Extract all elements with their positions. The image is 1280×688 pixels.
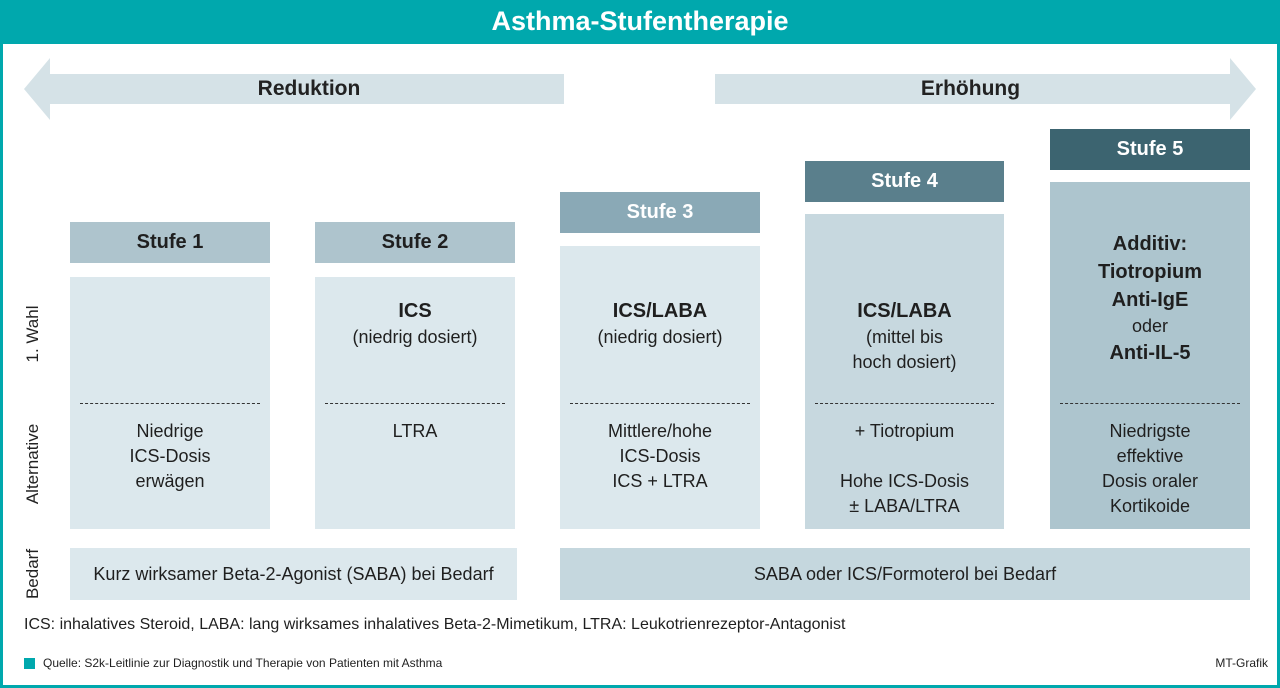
alt-line: LTRA bbox=[392, 421, 438, 441]
reduktion-label: Reduktion bbox=[257, 77, 361, 100]
erhoehung-arrow: Erhöhung bbox=[715, 58, 1256, 120]
alt-line: effektive bbox=[1116, 446, 1184, 466]
alt-spacer bbox=[805, 444, 1004, 469]
graphic-credit: MT-Grafik bbox=[1215, 656, 1268, 670]
stufe-2-first-choice: ICS (niedrig dosiert) bbox=[315, 297, 515, 350]
stufe-5-first-choice: Additiv: Tiotropium Anti-IgE oder Anti-I… bbox=[1050, 230, 1250, 367]
first-choice-dose: (mittel bis bbox=[865, 327, 943, 347]
erhoehung-label: Erhöhung bbox=[920, 77, 1021, 100]
reduktion-arrow: Reduktion bbox=[24, 58, 564, 120]
right-arrow-icon bbox=[715, 58, 1256, 120]
row-label-first-choice: 1. Wahl bbox=[23, 305, 42, 363]
stufe-2-alternative: LTRA bbox=[315, 419, 515, 444]
square-bullet-icon bbox=[24, 657, 35, 669]
alt-line: ICS-Dosis bbox=[129, 446, 211, 466]
alt-line: ICS-Dosis bbox=[619, 446, 701, 466]
first-choice-drug: ICS/LABA bbox=[612, 300, 708, 322]
divider bbox=[1060, 403, 1240, 404]
abbreviation-legend: ICS: inhalatives Steroid, LABA: lang wir… bbox=[24, 616, 846, 633]
divider bbox=[815, 403, 994, 404]
alt-line: Niedrige bbox=[136, 421, 204, 441]
first-choice-line: Anti-IL-5 bbox=[1109, 342, 1191, 364]
divider bbox=[80, 403, 260, 404]
source-note: Quelle: S2k-Leitlinie zur Diagnostik und… bbox=[24, 656, 442, 670]
stufe-1-header: Stufe 1 bbox=[70, 222, 270, 263]
stufe-1-box: Niedrige ICS-Dosis erwägen bbox=[70, 277, 270, 529]
source-text: Quelle: S2k-Leitlinie zur Diagnostik und… bbox=[43, 656, 443, 670]
stufe-3-alternative: Mittlere/hohe ICS-Dosis ICS + LTRA bbox=[560, 419, 760, 494]
first-choice-line: Additiv: bbox=[1112, 233, 1188, 255]
alt-line: ± LABA/LTRA bbox=[849, 496, 960, 516]
alt-line: ICS + LTRA bbox=[612, 471, 708, 491]
alt-line: Niedrigste bbox=[1109, 421, 1191, 441]
alt-line: Dosis oraler bbox=[1101, 471, 1199, 491]
first-choice-line: oder bbox=[1131, 316, 1169, 336]
divider bbox=[570, 403, 750, 404]
alt-line: erwägen bbox=[135, 471, 205, 491]
stufe-3-header: Stufe 3 bbox=[560, 192, 760, 233]
bedarf-saba-box: Kurz wirksamer Beta-2-Agonist (SABA) bei… bbox=[70, 548, 517, 600]
first-choice-drug: ICS/LABA bbox=[857, 300, 952, 322]
row-label-bedarf: Bedarf bbox=[23, 548, 42, 600]
stufe-4-box: ICS/LABA (mittel bis hoch dosiert) + Tio… bbox=[805, 214, 1004, 529]
stufe-2-box: ICS (niedrig dosiert) LTRA bbox=[315, 277, 515, 529]
stufe-2-header: Stufe 2 bbox=[315, 222, 515, 263]
first-choice-dose: hoch dosiert) bbox=[852, 352, 957, 372]
stufe-4-alternative: + Tiotropium Hohe ICS-Dosis ± LABA/LTRA bbox=[805, 419, 1004, 519]
alt-line: Mittlere/hohe bbox=[607, 421, 713, 441]
row-label-alternative: Alternative bbox=[23, 423, 42, 505]
first-choice-drug: ICS bbox=[398, 300, 432, 322]
alt-line: + Tiotropium bbox=[854, 421, 955, 441]
stufe-3-box: ICS/LABA (niedrig dosiert) Mittlere/hohe… bbox=[560, 246, 760, 529]
divider bbox=[325, 403, 505, 404]
stufe-5-box: Additiv: Tiotropium Anti-IgE oder Anti-I… bbox=[1050, 182, 1250, 529]
stufe-3-first-choice: ICS/LABA (niedrig dosiert) bbox=[560, 297, 760, 350]
left-arrow-icon bbox=[24, 58, 564, 120]
first-choice-line: Tiotropium bbox=[1097, 261, 1203, 283]
stufe-5-header: Stufe 5 bbox=[1050, 129, 1250, 170]
alt-line: Hohe ICS-Dosis bbox=[839, 471, 970, 491]
stufe-1-alternative: Niedrige ICS-Dosis erwägen bbox=[70, 419, 270, 494]
bedarf-formoterol-box: SABA oder ICS/Formoterol bei Bedarf bbox=[560, 548, 1250, 600]
first-choice-line: Anti-IgE bbox=[1111, 289, 1189, 311]
first-choice-dose: (niedrig dosiert) bbox=[597, 327, 723, 347]
first-choice-dose: (niedrig dosiert) bbox=[352, 327, 478, 347]
stufe-5-alternative: Niedrigste effektive Dosis oraler Kortik… bbox=[1050, 419, 1250, 519]
alt-line: Kortikoide bbox=[1109, 496, 1191, 516]
page-title: Asthma-Stufentherapie bbox=[0, 0, 1280, 44]
stufe-4-header: Stufe 4 bbox=[805, 161, 1004, 202]
stufe-4-first-choice: ICS/LABA (mittel bis hoch dosiert) bbox=[805, 297, 1004, 375]
